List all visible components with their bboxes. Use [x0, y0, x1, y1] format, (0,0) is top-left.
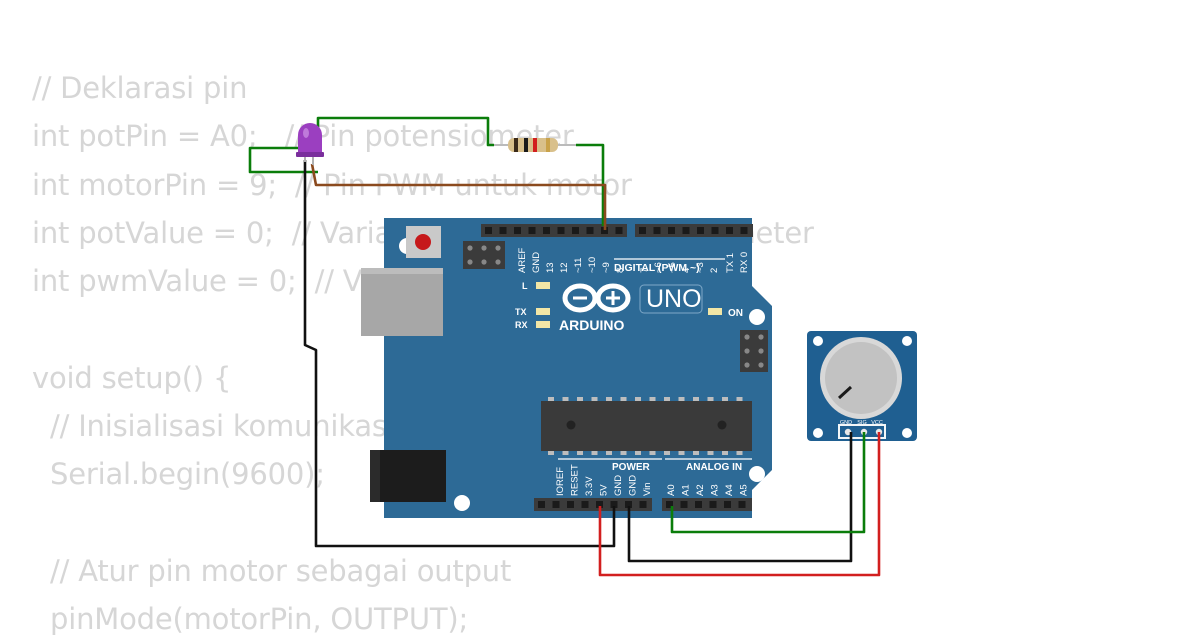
- code-background: // Deklarasi pin int potPin = A0; // Pin …: [32, 64, 814, 644]
- digital-header-label: DIGITAL (PWM ~): [614, 262, 700, 274]
- digital-pin-label: ~3: [695, 262, 706, 273]
- pot-pin-label: SIG: [857, 420, 866, 426]
- dc-jack: [370, 450, 446, 502]
- code-line: // Atur pin motor sebagai output: [32, 553, 512, 588]
- icsp-header-right: [740, 330, 768, 372]
- digital-pin-header[interactable]: [481, 224, 753, 237]
- digital-pin-label: GND: [531, 252, 542, 273]
- power-analog-header[interactable]: [534, 498, 752, 511]
- svg-text:ON: ON: [728, 308, 743, 319]
- digital-pin-label: RX 0: [739, 252, 750, 273]
- svg-text:L: L: [522, 281, 528, 291]
- pin-label: 3.3V: [584, 476, 595, 496]
- pin-label: GND: [613, 475, 624, 496]
- wire-gnd-pot: [627, 432, 853, 563]
- model-label: UNO: [646, 285, 702, 313]
- svg-text:RX: RX: [515, 320, 528, 330]
- resistor[interactable]: [490, 138, 576, 152]
- code-line: Serial.begin(9600);: [32, 457, 325, 492]
- analog-label: ANALOG IN: [686, 462, 742, 473]
- digital-pin-label: ~6: [653, 262, 664, 273]
- code-line: int potPin = A0; // Pin potensiometer: [32, 119, 574, 154]
- digital-pin-label: ~11: [573, 258, 584, 273]
- digital-pin-label: 2: [709, 268, 720, 273]
- power-label: POWER: [612, 462, 651, 473]
- knob-indicator-icon: [837, 385, 853, 400]
- wire-led-pin9: [310, 163, 607, 230]
- wire-5v-pot: [598, 432, 881, 577]
- digital-pin-label: TX 1: [725, 253, 736, 273]
- digital-pin-label: AREF: [517, 247, 528, 273]
- brand-label: ARDUINO: [559, 317, 624, 333]
- pin-label: A3: [710, 484, 721, 496]
- pin-label: A4: [724, 484, 735, 496]
- code-line: void setup() {: [32, 360, 232, 395]
- wire-resistor-pin9: [576, 143, 605, 226]
- svg-text:TX: TX: [515, 307, 527, 317]
- pin-label: A0: [666, 484, 677, 496]
- pin-label: A1: [681, 484, 692, 496]
- pin-label: Vin: [642, 482, 653, 496]
- code-line: // Deklarasi pin: [32, 71, 248, 105]
- digital-pin-label: ~10: [587, 257, 598, 273]
- arduino-logo-icon: [562, 283, 631, 313]
- wire-led-loop: [248, 146, 318, 174]
- led-txrx-indicator: TX RX: [515, 307, 550, 330]
- pin-label: A5: [739, 484, 750, 496]
- potentiometer-module[interactable]: GND SIG VCC: [807, 331, 917, 441]
- pin-label: RESET: [570, 464, 581, 496]
- icsp-header-top: [463, 241, 505, 269]
- on-led-indicator: ON: [708, 308, 743, 319]
- digital-pin-label: 8: [615, 268, 626, 273]
- digital-pin-label: 7: [639, 268, 650, 273]
- pin-label: GND: [628, 475, 639, 496]
- pot-pin-label: VCC: [871, 420, 883, 426]
- usb-connector: [361, 268, 443, 336]
- wire-a0-pot: [670, 432, 866, 534]
- atmega-chip: [541, 397, 752, 455]
- purple-led[interactable]: [296, 123, 324, 165]
- wire-led-resistor: [316, 116, 494, 148]
- digital-pin-label: ~5: [667, 262, 678, 273]
- wire-gnd-led: [303, 160, 616, 548]
- pin-label: IOREF: [555, 467, 566, 496]
- led-l-indicator: L: [522, 281, 550, 291]
- digital-pin-label: ~9: [601, 262, 612, 273]
- pin-label: A2: [695, 484, 706, 496]
- digital-pin-label: 13: [545, 262, 556, 273]
- digital-pin-label: 12: [559, 262, 570, 273]
- digital-pin-label: 4: [681, 268, 692, 273]
- pin-label: 5V: [599, 484, 610, 496]
- pot-pin-label: GND: [840, 420, 852, 426]
- reset-button[interactable]: [406, 226, 441, 258]
